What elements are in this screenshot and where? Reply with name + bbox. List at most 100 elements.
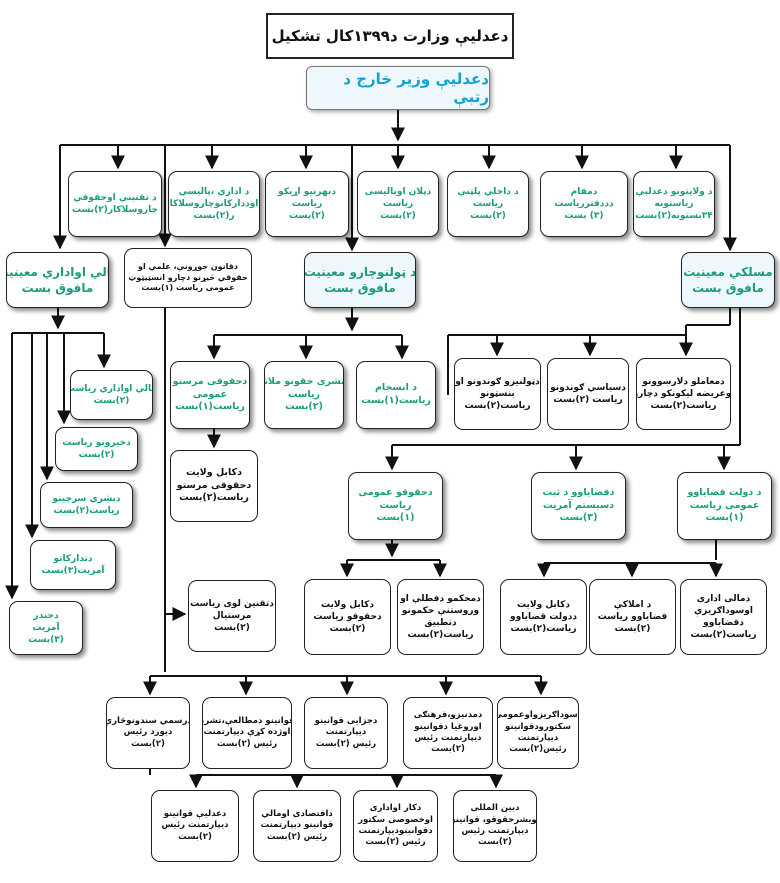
social-unit-box-line: دحقوقی مرستو	[172, 375, 248, 387]
social-unit-box-line: عمومی	[192, 388, 228, 400]
legislation-deputy-box-line: مرستیال	[212, 610, 252, 621]
direct-unit-box-line: دمقام	[570, 186, 598, 197]
professional-mid-box-line: عمومی ریاست	[689, 499, 760, 511]
direct-unit-box-line: چاروسلاکار(۲)بست	[72, 205, 158, 215]
direct-unit-box-line: ریاستونه	[654, 198, 694, 209]
direct-unit-box-line: ریاست	[291, 198, 323, 209]
finance-deputy-box-line: مالي اواداري معینیت	[7, 264, 108, 279]
institute-box-line: عمومی ریاست (۱)بست	[141, 283, 235, 293]
state-cases-unit-box-line: د املاکې	[613, 599, 652, 610]
rights-unit-box-line: ریاست(۲)بست	[407, 630, 474, 641]
professional-unit-box-line: اوعریضه لیکونکو دچارو	[636, 388, 731, 399]
legislation-dept-box-line: رئیس (۲)بست	[266, 831, 328, 842]
kabul-legal-aid-box-line: دکابل ولایت	[186, 466, 242, 478]
legislation-dept-box-line: اوژده کړې دیپارتمنت	[203, 727, 291, 738]
direct-unit-box-line: (۲)بست	[289, 211, 325, 222]
professional-unit-box-line: ریاست(۲)بست	[464, 401, 531, 412]
finance-deputy-box-line: مافوق بست	[21, 281, 94, 295]
rights-unit-box-line: (۲)بست	[329, 624, 366, 635]
state-cases-unit-box-line: اوسوداګریزې	[694, 605, 753, 616]
direct-unit-box-line: دبهرنیو اړیکو	[278, 186, 336, 197]
professional-unit-box-line: دسیاسي ګوندونو	[550, 382, 626, 393]
legislation-dept-box-line: رئیس (۲)بست	[365, 837, 426, 848]
direct-unit-box-line: اوددارکانوچاروسلاکا	[169, 198, 259, 209]
kabul-legal-aid-box-line: ریاست(۲)بست	[179, 492, 249, 504]
legislation-dept-box-line: دیپارتمنت	[517, 733, 559, 743]
finance-unit-box-line: (۲)بست	[78, 450, 115, 460]
finance-unit-box-line: (۲)بست	[93, 396, 130, 406]
social-deputy-box-line: د ټولنوچارو معینیت	[304, 264, 416, 279]
state-cases-unit-box-line: دقضایاوو	[703, 618, 744, 628]
direct-unit-box-line: ۳۴بستونه(۲)بست	[635, 211, 713, 222]
legislation-dept-box-line: دسوداګریزواوعمومی	[497, 710, 579, 721]
direct-unit-box-line: ریاست	[382, 198, 414, 209]
professional-mid-box-line: (۱)بست	[376, 512, 415, 524]
state-cases-unit-box-line: (۲)بست	[614, 624, 651, 635]
legislation-dept-box-line: قوانینو دیپارتمنت	[260, 820, 334, 831]
legislation-dept-box-line: سکتورودقوانینو	[505, 721, 571, 732]
direct-unit-box-line: د داخلي پلټنې	[457, 186, 519, 197]
legislation-dept-box-line: دیورد رئیس	[123, 727, 173, 738]
direct-unit-box-line: د ولایتونو دعدلیې	[635, 186, 713, 197]
professional-mid-box-line: دقضایاوو د ثبت	[542, 486, 615, 498]
minister-box: دعدلیې وزیر خارج د رتبې	[306, 66, 490, 110]
professional-unit-box-line: دمعاملو دلارښوونو	[642, 376, 725, 387]
legislation-dept-box-line: (۲)بست	[178, 831, 212, 842]
institute-box-line: حقوقي څیړنو دچارو انسټیټوټ	[128, 272, 248, 282]
finance-unit-box: دخیرونو ریاست (۲)بست	[55, 427, 138, 471]
finance-unit-box-line: مالي اواداري ریاست	[70, 383, 153, 394]
professional-mid-box-line: (۱)بست	[705, 512, 744, 524]
social-unit-box-line: ریاست	[288, 388, 321, 400]
kabul-legal-aid-box-line: دحقوقی مرستو	[176, 479, 252, 491]
legislation-dept-box-line: دیپارتمنت	[325, 727, 367, 738]
legislation-dept-box-line: (۲)بست	[431, 744, 465, 755]
social-unit-box-line: دبشری حقونو ملاتړ	[264, 375, 343, 387]
professional-deputy-box-line: مافوق بست	[692, 281, 764, 295]
direct-unit-box-line: دددفترریاست	[554, 198, 614, 209]
state-cases-unit-box-line: ددولت قضایاوو	[510, 611, 577, 622]
legislation-dept-box-line: دیپارتمنت رئیس	[414, 733, 482, 743]
legislation-dept-box-line: دیپارتمنت رئیس	[461, 826, 529, 836]
legislation-dept-box-line: دعدلیې قوانینو	[163, 808, 227, 819]
legislation-dept-box-line: دقوانینودیپارتمنت	[358, 826, 433, 836]
social-deputy-box-line: مافوق بست	[324, 281, 396, 295]
professional-mid-box-line: (۳)بست	[559, 512, 598, 524]
professional-mid-box-line: ریاست	[379, 499, 412, 511]
legislation-dept-box-line: داقتصادی اومالي	[261, 808, 333, 819]
finance-unit-box-line: دخیرونو ریاست	[62, 437, 131, 448]
finance-unit-box: مالي اواداري ریاست (۲)بست	[70, 370, 153, 420]
legislation-dept-box-line: رئیس (۲)بست	[315, 738, 377, 749]
legislation-dept-box-line: (۲)بست	[131, 738, 165, 749]
direct-unit-box-line: (۲)بست	[380, 211, 416, 222]
social-unit-box-line: (۲)بست	[285, 401, 323, 413]
legislation-dept-box-line: رئیس(۲)بست	[509, 744, 567, 755]
social-unit-box-line: د انسجام	[374, 382, 418, 394]
direct-unit-box-line: دپلان اوپالیسی	[364, 186, 432, 197]
legislation-dept-box-line: دبین المللی	[470, 803, 520, 814]
social-unit-box-line: ریاست(۱)بست	[361, 395, 431, 406]
professional-deputy-box-line: مسلکي معینیت	[683, 264, 773, 279]
institute-box-line: دقانون جوړونې، علمي او	[138, 261, 238, 271]
legislation-dept-box-line: اوخصوصی سکتور	[358, 814, 433, 825]
legislation-dept-box-line: رئیس (۲)بست	[216, 738, 278, 749]
state-cases-unit-box-line: دکابل ولایت	[517, 599, 570, 610]
social-unit-box: دبشری حقونو ملاتړریاست(۲)بست	[264, 361, 344, 429]
